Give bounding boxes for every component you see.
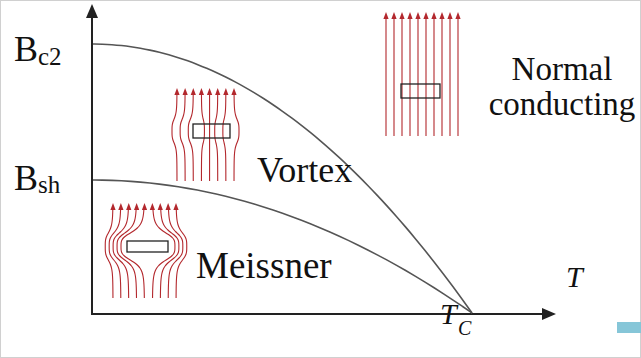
field-arrowhead <box>447 12 452 19</box>
field-line <box>153 210 175 298</box>
field-arrowhead <box>150 203 155 210</box>
field-arrowhead <box>223 88 228 95</box>
field-arrowhead <box>126 203 131 210</box>
sample-bar <box>401 84 440 98</box>
field-line <box>176 210 187 298</box>
axis-subscript: sh <box>38 172 60 197</box>
axis-subscript: C <box>458 318 471 338</box>
field-arrowhead <box>391 12 396 19</box>
field-line <box>168 210 183 298</box>
field-line <box>457 18 458 136</box>
field-arrowhead <box>439 12 444 19</box>
field-arrowhead <box>183 88 188 95</box>
field-arrowhead <box>231 88 236 95</box>
axis-label: T <box>440 299 457 329</box>
field-arrowhead <box>118 203 123 210</box>
field-arrowhead <box>173 203 178 210</box>
axis-arrowhead <box>86 4 98 18</box>
sample-bar <box>193 124 230 138</box>
field-arrowhead <box>455 12 460 19</box>
field-arrowhead <box>191 88 196 95</box>
meissner-field-picture <box>105 203 186 298</box>
region-label: Meissner <box>196 247 332 284</box>
sample-bar <box>127 241 168 252</box>
field-line <box>441 18 442 136</box>
bc2-curve <box>93 44 472 313</box>
field-arrowhead <box>174 88 179 95</box>
field-line <box>172 95 177 181</box>
field-arrowhead <box>158 203 163 210</box>
field-arrowhead <box>407 12 412 19</box>
vortex-field-picture <box>172 88 239 181</box>
field-line <box>393 18 394 136</box>
field-line <box>105 210 113 298</box>
axis-label: T <box>566 262 583 292</box>
x-axis <box>91 313 546 315</box>
field-line <box>117 210 136 298</box>
field-arrowhead <box>110 203 115 210</box>
field-arrowhead <box>199 88 204 95</box>
field-arrowhead <box>215 88 220 95</box>
corner-mark <box>617 322 641 333</box>
y-axis <box>91 14 93 315</box>
field-line <box>234 95 239 181</box>
axis-arrowhead <box>542 308 556 320</box>
field-line <box>385 18 386 136</box>
field-arrowhead <box>134 203 139 210</box>
axis-subscript: c2 <box>38 44 62 69</box>
field-line <box>121 210 144 298</box>
field-arrowhead <box>166 203 171 210</box>
normal-field-picture <box>383 12 460 136</box>
field-arrowhead <box>207 88 212 95</box>
field-line <box>109 210 121 298</box>
field-arrowhead <box>423 12 428 19</box>
field-line <box>409 18 410 136</box>
field-line <box>113 210 129 298</box>
axis-label: B <box>14 31 38 67</box>
field-line <box>425 18 426 136</box>
bsh-curve <box>93 180 472 313</box>
field-line <box>401 18 402 136</box>
field-arrowhead <box>383 12 388 19</box>
region-label: Vortex <box>257 152 352 188</box>
field-line <box>180 95 185 181</box>
field-line <box>449 18 450 136</box>
field-line <box>433 18 434 136</box>
field-arrowhead <box>431 12 436 19</box>
field-arrowhead <box>399 12 404 19</box>
field-arrowhead <box>142 203 147 210</box>
region-label: Normal conducting <box>487 52 637 121</box>
field-arrowhead <box>415 12 420 19</box>
field-line <box>417 18 418 136</box>
axis-label: B <box>14 160 38 196</box>
axes <box>86 4 556 320</box>
